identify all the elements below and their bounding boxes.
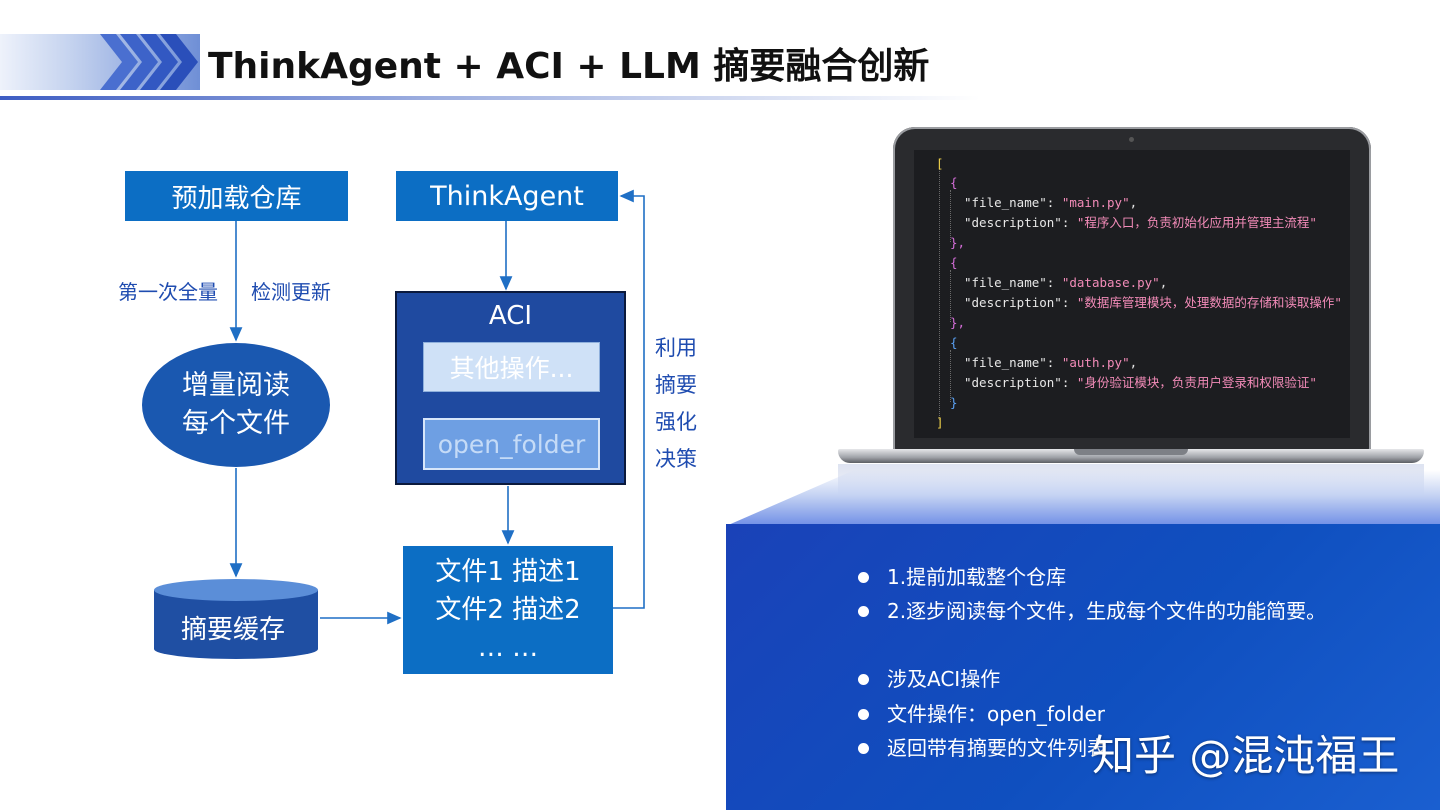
- code-line: ]: [936, 415, 944, 430]
- laptop-base: [838, 449, 1424, 463]
- code-line: {: [950, 335, 958, 350]
- bullet-item: 文件操作：open_folder: [858, 702, 1105, 726]
- code-line: "description": "程序入口，负责初始化应用并管理主流程": [964, 215, 1317, 230]
- output-line1: 文件1 描述1: [435, 557, 581, 587]
- think-agent-node: ThinkAgent: [396, 171, 618, 221]
- bullet-item: 返回带有摘要的文件列表: [858, 736, 1107, 760]
- page-title: ThinkAgent + ACI + LLM 摘要融合创新: [208, 46, 930, 87]
- indent-guide: [950, 350, 951, 402]
- header-underline: [0, 96, 980, 100]
- laptop-screen: [ { "file_name": "main.py", "description": …: [914, 150, 1350, 438]
- code-line: }: [950, 395, 958, 410]
- indent-guide: [939, 168, 940, 420]
- preload-repo-node: 预加载仓库: [125, 171, 348, 221]
- incremental-read-line2: 每个文件: [182, 408, 290, 439]
- indent-guide: [950, 190, 951, 242]
- watermark: 知乎 @混沌福王: [1092, 731, 1400, 780]
- code-line: },: [950, 235, 966, 250]
- code-line: [: [936, 156, 944, 171]
- code-line: {: [950, 255, 958, 270]
- bullet-text: 文件操作：open_folder: [887, 702, 1105, 726]
- bullet-text: 返回带有摘要的文件列表: [887, 736, 1107, 760]
- edge-label-detect-update: 检测更新: [251, 280, 331, 304]
- file-description-output-node: 文件1 描述1 文件2 描述2 … …: [403, 546, 613, 674]
- aci-other-ops: 其他操作...: [423, 342, 600, 392]
- code-line: {: [950, 175, 958, 190]
- edge-label-first-full: 第一次全量: [118, 280, 218, 304]
- laptop-notch: [1074, 449, 1188, 455]
- incremental-read-node: 增量阅读 每个文件: [142, 343, 330, 467]
- chevron-arrows-icon: [100, 34, 198, 90]
- aci-open-folder: open_folder: [423, 418, 600, 470]
- output-line2: 文件2 描述2: [435, 595, 581, 625]
- feedback-label: 利用 摘要 强化 决策: [654, 330, 698, 478]
- bullet-item: 2.逐步阅读每个文件，生成每个文件的功能简要。: [858, 599, 1327, 623]
- bullet-dot-icon: [858, 709, 869, 720]
- bullet-text: 2.逐步阅读每个文件，生成每个文件的功能简要。: [887, 599, 1327, 623]
- code-line: "description": "数据库管理模块，处理数据的存储和读取操作": [964, 295, 1342, 310]
- bullet-text: 1.提前加载整个仓库: [887, 565, 1067, 589]
- summary-cache-label: 摘要缓存: [181, 615, 286, 645]
- bullet-dot-icon: [858, 572, 869, 583]
- feedback-label-3: 强化: [655, 410, 697, 434]
- indent-guide: [950, 270, 951, 322]
- incremental-read-line1: 增量阅读: [182, 370, 290, 401]
- aci-title: ACI: [488, 301, 533, 331]
- code-line: "description": "身份验证模块，负责用户登录和权限验证": [964, 375, 1317, 390]
- feedback-label-1: 利用: [655, 336, 697, 360]
- code-line: "file_name": "main.py",: [964, 195, 1138, 210]
- bullet-item: 涉及ACI操作: [858, 667, 1001, 691]
- summary-panel: [726, 524, 1440, 810]
- output-line3: … …: [477, 633, 539, 663]
- feedback-label-2: 摘要: [655, 373, 697, 397]
- bullet-item: 1.提前加载整个仓库: [858, 565, 1067, 589]
- code-line: "file_name": "database.py",: [964, 275, 1168, 290]
- bullet-text: 涉及ACI操作: [887, 667, 1001, 691]
- camera-icon: [1129, 137, 1134, 142]
- code-line: "file_name": "auth.py",: [964, 355, 1138, 370]
- bullet-dot-icon: [858, 743, 869, 754]
- aci-node: ACI 其他操作... open_folder: [395, 291, 626, 485]
- feedback-label-4: 决策: [655, 447, 697, 471]
- bullet-dot-icon: [858, 674, 869, 685]
- code-line: },: [950, 315, 966, 330]
- bullet-dot-icon: [858, 606, 869, 617]
- panel-gradient-top: [726, 470, 1440, 526]
